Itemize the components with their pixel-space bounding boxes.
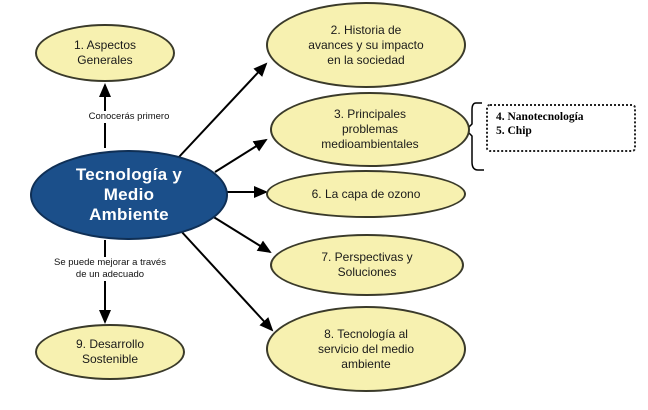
node-desarrollo-sostenible: 9. Desarrollo Sostenible: [35, 324, 185, 380]
subtopic-bracket: [464, 102, 484, 171]
arrow-to-perspectivas: [211, 215, 272, 254]
subtopic-chip: 5. Chip: [496, 125, 532, 137]
edge-label-conoceras-primero: Conocerás primero: [78, 111, 180, 123]
node-aspectos-generales: 1. Aspectos Generales: [35, 24, 175, 82]
node-historia-avances: 2. Historia de avances y su impacto en l…: [266, 2, 466, 88]
node-problemas-medioambientales: 3. Principales problemas medioambientale…: [270, 92, 470, 167]
node-capa-ozono: 6. La capa de ozono: [266, 170, 466, 218]
arrow-to-tecnologia-servicio: [179, 229, 274, 332]
node-perspectivas-soluciones: 7. Perspectivas y Soluciones: [270, 234, 464, 296]
arrow-to-historia: [177, 62, 268, 159]
subtopic-nanotecnologia: 4. Nanotecnología: [496, 111, 584, 123]
central-topic: Tecnología y Medio Ambiente: [30, 150, 228, 240]
node-tecnologia-servicio: 8. Tecnología al servicio del medio ambi…: [266, 306, 466, 392]
arrow-to-problemas: [214, 138, 268, 173]
edge-label-se-puede-mejorar: Se puede mejorar a través de un adecuado: [44, 257, 176, 281]
subtopics-box: 4. Nanotecnología 5. Chip: [486, 104, 636, 152]
